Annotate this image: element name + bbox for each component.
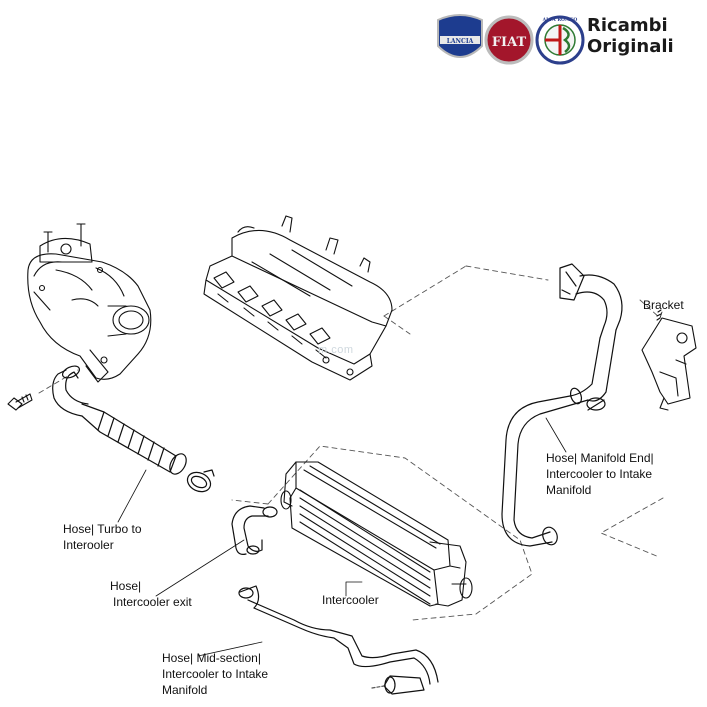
leader-lines [117,311,663,657]
brand-title-line1: Ricambi [587,15,668,36]
turbocharger [27,223,152,383]
brand-title: Ricambi Originali [587,15,674,57]
brand-logos: LANCIA FIAT ALFA ROMEO [437,14,585,65]
label-hose-intercooler-exit: Hose| Intercooler exit [110,579,192,609]
intercooler [280,461,473,607]
watermark: m.com [318,344,354,356]
lancia-shield-icon: LANCIA [437,14,483,58]
label-hose-mid-section: Hose| Mid-section| Intercooler to Intake… [162,651,269,697]
bracket [641,309,697,411]
label-hose-turbo-to-intercooler: Hose| Turbo to Interooler [63,522,142,552]
lancia-badge-text: LANCIA [447,38,474,45]
brand-title-line2: Originali [587,36,674,57]
dashed-guides [38,265,664,621]
fiat-badge-text: FIAT [492,35,527,50]
label-bracket: Bracket [643,298,684,312]
intake-manifold [203,215,393,381]
hose-manifold-end [501,263,623,547]
hose-mid-section [238,585,439,695]
alfa-badge-text: ALFA ROMEO [542,17,578,23]
label-intercooler: Intercooler [322,593,379,607]
fiat-badge-icon: FIAT [484,15,534,65]
hose-turbo-to-intercooler [52,365,215,493]
hose-intercooler-exit [231,505,278,555]
alfa-romeo-roundel-icon: ALFA ROMEO [535,15,585,65]
label-hose-manifold-end: Hose| Manifold End| Intercooler to Intak… [546,451,654,497]
bolt [7,393,33,411]
